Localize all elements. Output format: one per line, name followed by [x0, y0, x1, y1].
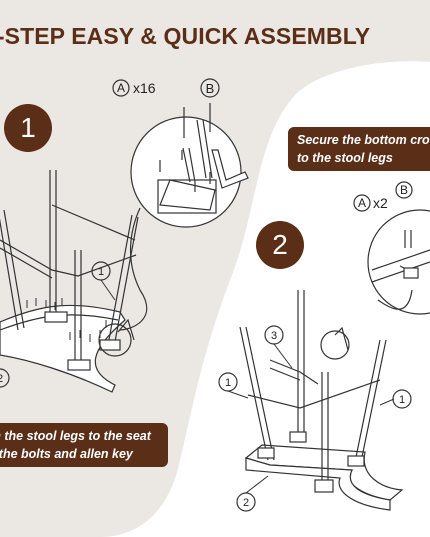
step1-crossbar: [0, 204, 137, 279]
step1-leg-mid: [74, 250, 82, 363]
part-label-bolt: A: [117, 81, 125, 95]
part-number-leg-step1: 1: [98, 266, 104, 278]
step-2-badge: 2: [256, 221, 304, 269]
part-number-leg-right-step2: 1: [399, 394, 405, 406]
step1-zoom-circle: [130, 116, 242, 228]
part-number-seat-step1: 2: [0, 373, 3, 385]
step1-leg-left: [0, 209, 25, 331]
page-title: 3-STEP EASY & QUICK ASSEMBLY: [0, 23, 371, 49]
step2-leg-left: [239, 326, 275, 461]
bolt-quantity-step2: x2: [373, 195, 388, 211]
step-1-badge: 1: [4, 104, 52, 152]
part-number-leg-left-step2: 1: [225, 377, 231, 389]
step-2-caption: Secure the bottom crossbar to the stool …: [288, 127, 430, 171]
step2-leg-back: [297, 290, 305, 440]
step2-crossbar: [269, 359, 319, 385]
step2-leg-right: [354, 339, 387, 463]
allen-key: [211, 149, 249, 189]
part-number-crossbar: 3: [271, 330, 277, 342]
part-label-allen-key: B: [206, 81, 215, 96]
part-number-seat-step2: 2: [243, 497, 249, 509]
step2-zoom-circle: [367, 209, 430, 315]
step2-leg-mid: [321, 372, 329, 486]
bolt-quantity-step1: x16: [133, 80, 156, 96]
step1-leg-back: [49, 170, 57, 318]
part-label-allen-key-step2: B: [400, 183, 408, 197]
step-1-caption: Attach the stool legs to the seat using …: [0, 423, 168, 467]
part-label-bolt-step2: A: [358, 196, 366, 210]
step1-seat: [0, 304, 126, 393]
